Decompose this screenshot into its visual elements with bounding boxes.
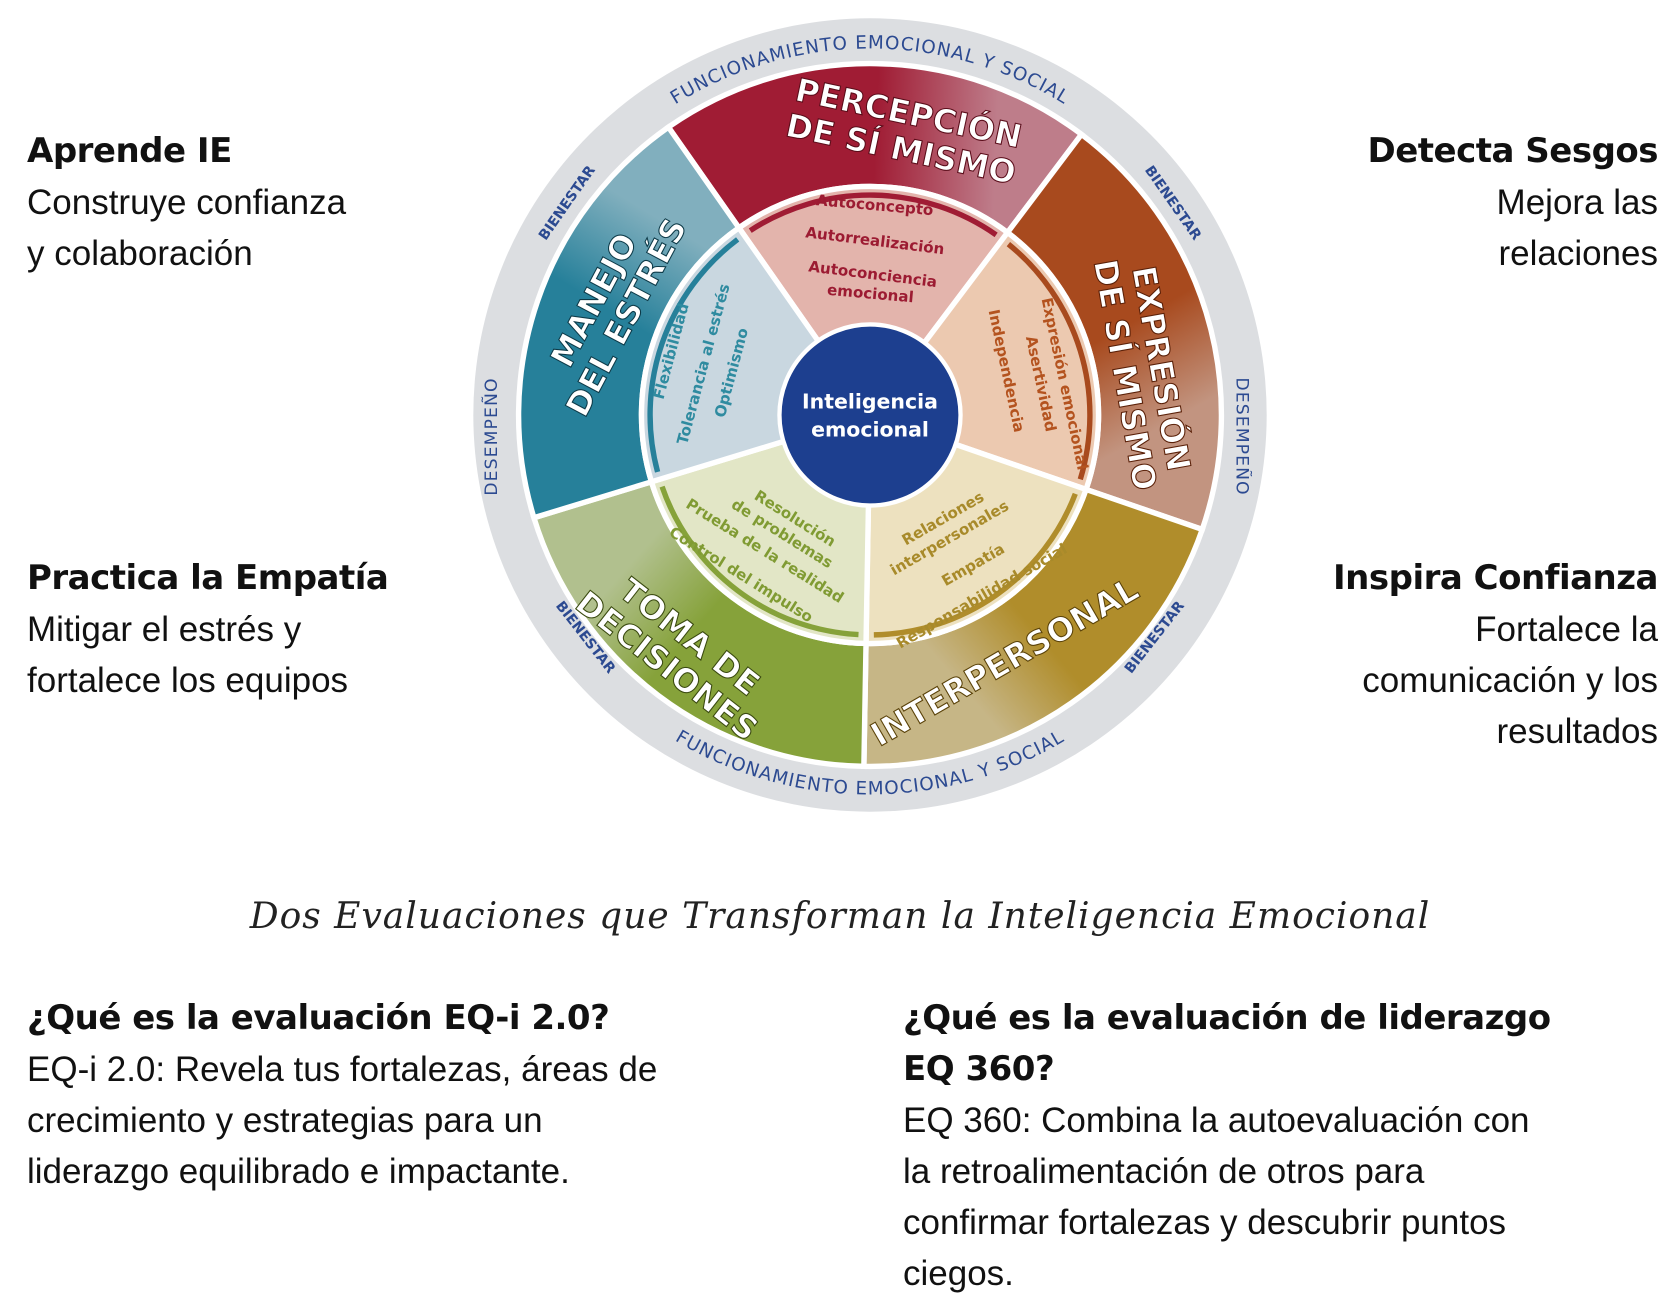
- benefit-line: Mejora las: [1496, 183, 1658, 222]
- eq360-line: la retroalimentación de otros para: [903, 1152, 1425, 1191]
- eq360-heading: ¿Qué es la evaluación de liderazgo: [903, 998, 1551, 1038]
- performance-label-right: DESEMPEÑO: [1232, 377, 1254, 495]
- center-label: emocional: [811, 418, 929, 442]
- benefit-empathy: Practica la Empatía Mitigar el estrés y …: [27, 553, 389, 706]
- segment-accent-arc: [647, 237, 740, 473]
- eq360-heading: EQ 360?: [903, 1049, 1055, 1089]
- benefit-line: fortalece los equipos: [27, 661, 349, 700]
- benefit-line: relaciones: [1498, 234, 1658, 273]
- segment-accent-arc: [748, 192, 998, 238]
- benefit-line: resultados: [1496, 712, 1658, 751]
- performance-label-left: DESEMPEÑO: [480, 377, 502, 495]
- eq360-section: ¿Qué es la evaluación de liderazgo EQ 36…: [903, 993, 1551, 1299]
- benefit-line: Fortalece la: [1475, 610, 1658, 649]
- center-label: Inteligencia: [802, 390, 938, 414]
- eqi-line: liderazgo equilibrado e impactante.: [27, 1152, 570, 1191]
- center-circle: [777, 322, 963, 508]
- benefit-line: Construye confianza: [27, 183, 347, 222]
- eqi-line: EQ-i 2.0: Revela tus fortalezas, áreas d…: [27, 1050, 658, 1089]
- tagline: Dos Evaluaciones que Transforman la Inte…: [249, 896, 1431, 937]
- benefit-detect-bias: Detecta Sesgos Mejora las relaciones: [1368, 126, 1659, 279]
- benefit-heading: Practica la Empatía: [27, 558, 389, 598]
- eq360-line: ciegos.: [903, 1254, 1014, 1293]
- eqi-line: crecimiento y estrategias para un: [27, 1101, 543, 1140]
- segment-accent-arc: [873, 492, 1078, 638]
- benefit-heading: Aprende IE: [27, 131, 232, 171]
- benefit-heading: Detecta Sesgos: [1367, 131, 1659, 171]
- benefit-line: Mitigar el estrés y: [27, 610, 302, 649]
- segment-accent-arc: [1006, 242, 1093, 481]
- eq360-line: EQ 360: Combina la autoevaluación con: [903, 1101, 1530, 1140]
- benefit-heading: Inspira Confianza: [1333, 558, 1658, 598]
- benefit-line: comunicación y los: [1362, 661, 1658, 700]
- eqi-section: ¿Qué es la evaluación EQ-i 2.0? EQ-i 2.0…: [27, 993, 657, 1197]
- benefit-line: y colaboración: [27, 234, 253, 273]
- ei-model-wheel: FUNCIONAMIENTO EMOCIONAL Y SOCIAL FUNCIO…: [473, 18, 1267, 812]
- benefit-inspire-trust: Inspira Confianza Fortalece la comunicac…: [1333, 553, 1658, 757]
- eq360-line: confirmar fortalezas y descubrir puntos: [903, 1203, 1507, 1242]
- segment-accent-arc: [659, 485, 859, 638]
- eqi-heading: ¿Qué es la evaluación EQ-i 2.0?: [27, 998, 610, 1038]
- benefit-learn-ei: Aprende IE Construye confianza y colabor…: [27, 126, 346, 279]
